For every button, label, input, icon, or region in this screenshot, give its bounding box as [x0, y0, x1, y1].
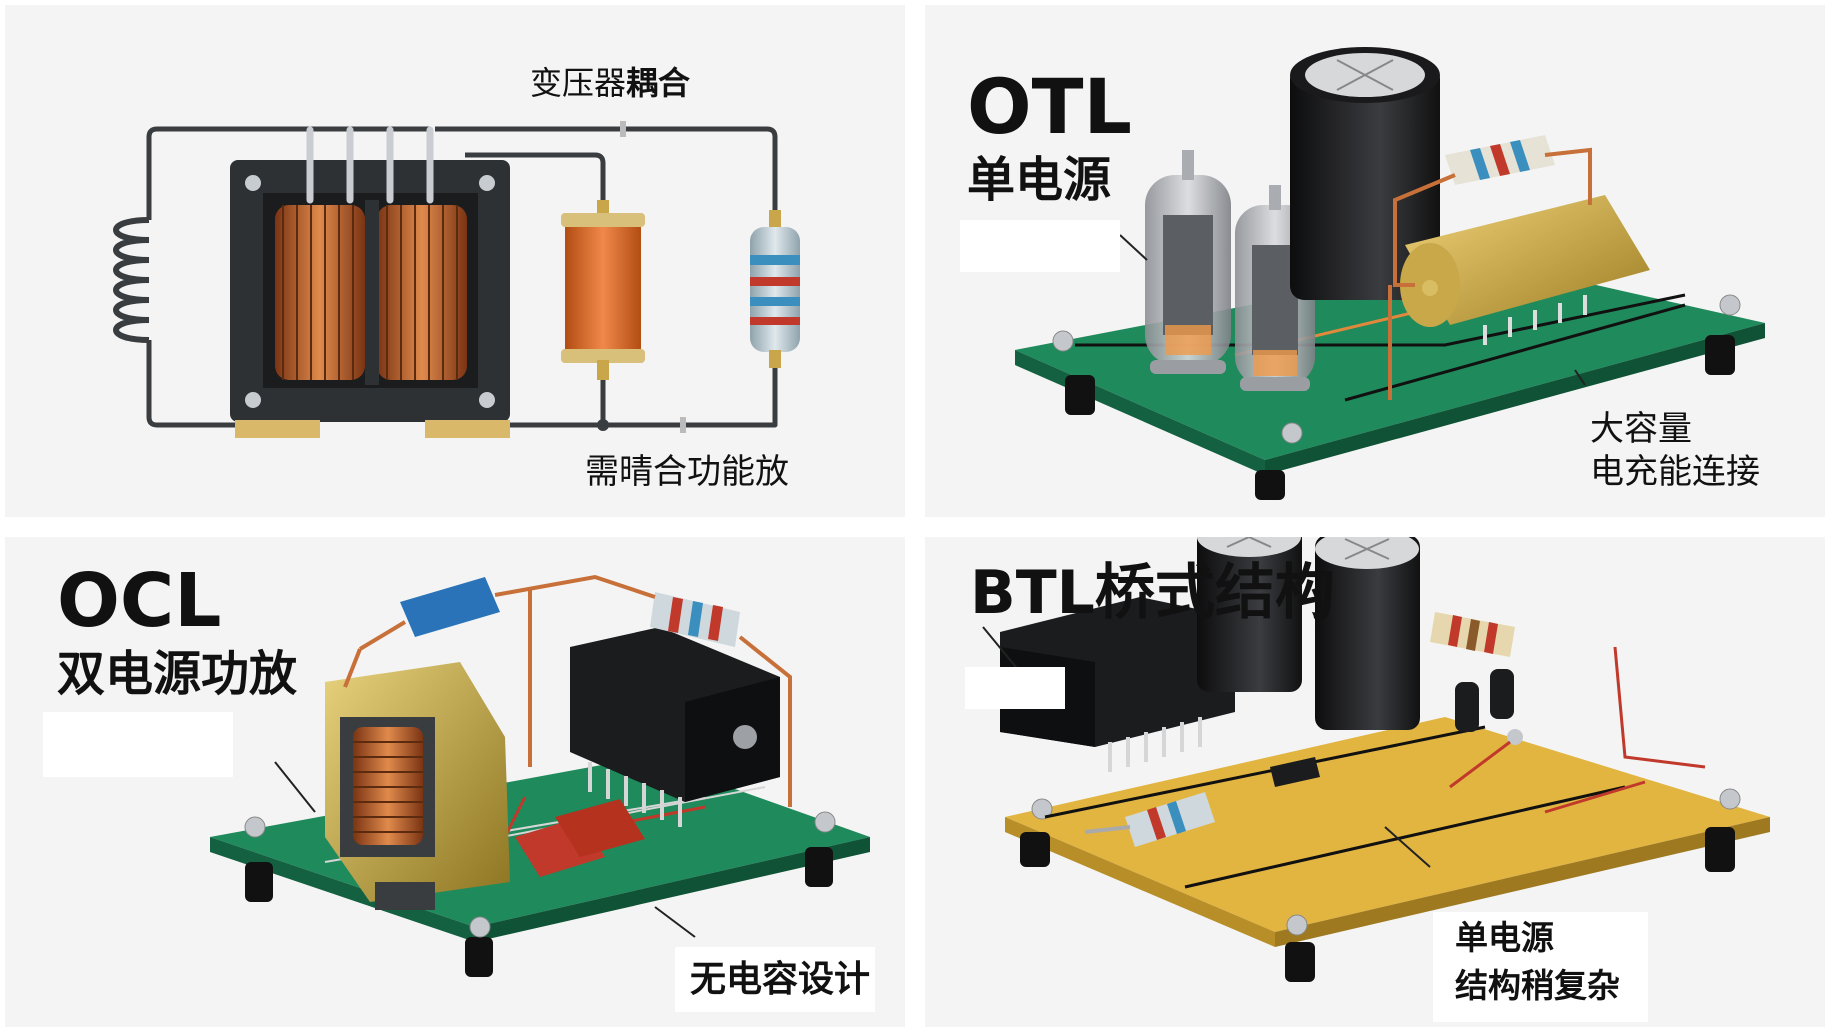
- ocl-panel: OCL 双电源功放 无电容设计: [5, 537, 905, 1027]
- btl-transistor-2: [1490, 669, 1514, 719]
- otl-pointer-tube: [1119, 234, 1148, 261]
- blank-label-area: [43, 712, 233, 777]
- film-capacitor: [1400, 195, 1650, 345]
- pcb-gold: [1005, 717, 1770, 932]
- btl-transistor-1: [1455, 682, 1479, 732]
- otl-note-line1: 大容量: [1590, 409, 1692, 449]
- otl-panel: OTL 单电源 大容量 电充能连接: [925, 5, 1825, 517]
- wire-bottom-right: [600, 355, 778, 428]
- otl-board-illustration: [1015, 47, 1765, 500]
- ocl-resistor: [650, 592, 740, 647]
- ocl-note-box: [675, 947, 875, 1012]
- transformer-title-part1: 变压器: [530, 64, 627, 102]
- transformer-coupling-panel: 变压器耦合 需晴合功能放: [5, 5, 905, 517]
- blank-label-area: [960, 220, 1120, 272]
- btl-capacitor-2: [1315, 537, 1420, 730]
- otl-title: OTL: [967, 62, 1132, 151]
- btl-small-chip: [1270, 757, 1320, 787]
- otl-note-line2: 电充能连接: [1590, 452, 1760, 492]
- resistor: [750, 210, 800, 368]
- ocl-transformer: [325, 662, 510, 910]
- btl-note-line2: 结构稍复杂: [1455, 966, 1620, 1005]
- btl-board-illustration: [982, 537, 1770, 982]
- blank-label-area: [965, 667, 1065, 709]
- btl-panel: BTL桥式结构 单电源 结构稍复杂: [925, 537, 1825, 1027]
- inductor-coil: [113, 217, 150, 343]
- btl-capacitor-1: [1197, 537, 1302, 692]
- ocl-note: 无电容设计: [690, 959, 871, 1000]
- transformer: [230, 126, 510, 438]
- coupling-capacitor: [561, 200, 645, 431]
- transformer-title-part2: 耦合: [626, 64, 691, 102]
- btl-pointer-ic: [982, 626, 1021, 673]
- wire-connector: [620, 121, 626, 137]
- ocl-board-illustration: [210, 574, 870, 977]
- ocl-pointer-transformer: [274, 761, 316, 813]
- wire-top-left: [146, 126, 430, 220]
- ocl-blue-capacitor: [358, 577, 500, 651]
- otl-resistor: [1445, 135, 1555, 185]
- large-electrolytic-capacitor: [1290, 47, 1440, 300]
- transformer-circuit-illustration: [113, 121, 800, 438]
- vacuum-tube-1: [1145, 150, 1231, 374]
- ocl-title: OCL: [57, 558, 222, 644]
- btl-note-line1: 单电源: [1455, 918, 1554, 957]
- wire-top-right: [435, 126, 778, 230]
- ocl-subtitle: 双电源功放: [57, 646, 298, 702]
- transformer-note: 需晴合功能放: [585, 452, 789, 492]
- ocl-red-capacitors: [515, 799, 645, 877]
- btl-note-box: [1433, 912, 1648, 1022]
- btl-resistor-2: [1084, 792, 1215, 847]
- btl-title: BTL桥式结构: [970, 558, 1335, 628]
- wire-bottom-left: [146, 340, 240, 428]
- wire-to-capacitor: [465, 152, 606, 217]
- ocl-amplifier-ic: [570, 627, 780, 827]
- transformer-title: 变压器耦合: [530, 65, 690, 102]
- btl-resistor-1: [1430, 612, 1515, 657]
- otl-subtitle: 单电源: [967, 152, 1112, 208]
